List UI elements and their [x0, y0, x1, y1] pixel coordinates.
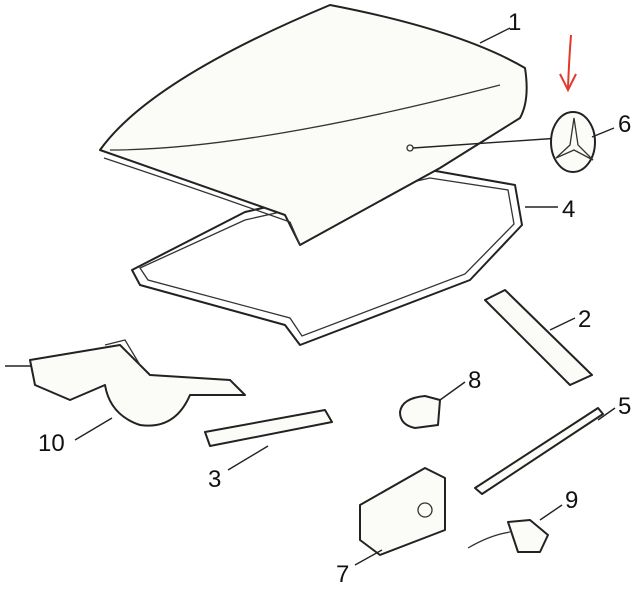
callout-4: 4: [562, 196, 575, 223]
trunk-lid: [99, 4, 561, 246]
callout-2: 2: [578, 306, 591, 333]
vacuum-element: [467, 519, 549, 553]
callout-10: 10: [38, 430, 65, 457]
highlight-arrow-icon: [559, 34, 577, 93]
callout-8: 8: [468, 367, 481, 394]
hinge: [5, 339, 246, 427]
callout-6: 6: [618, 111, 631, 138]
callout-7: 7: [336, 561, 349, 588]
callout-3: 3: [208, 466, 221, 493]
lock-actuator: [359, 467, 446, 556]
pad-3: [204, 409, 333, 447]
pad-2: [484, 289, 593, 386]
bumper: [399, 395, 441, 429]
callout-1: 1: [508, 9, 521, 36]
star-emblem: [550, 111, 596, 173]
callout-5: 5: [618, 393, 631, 420]
callout-9: 9: [565, 487, 578, 514]
molding-strip: [474, 407, 604, 495]
